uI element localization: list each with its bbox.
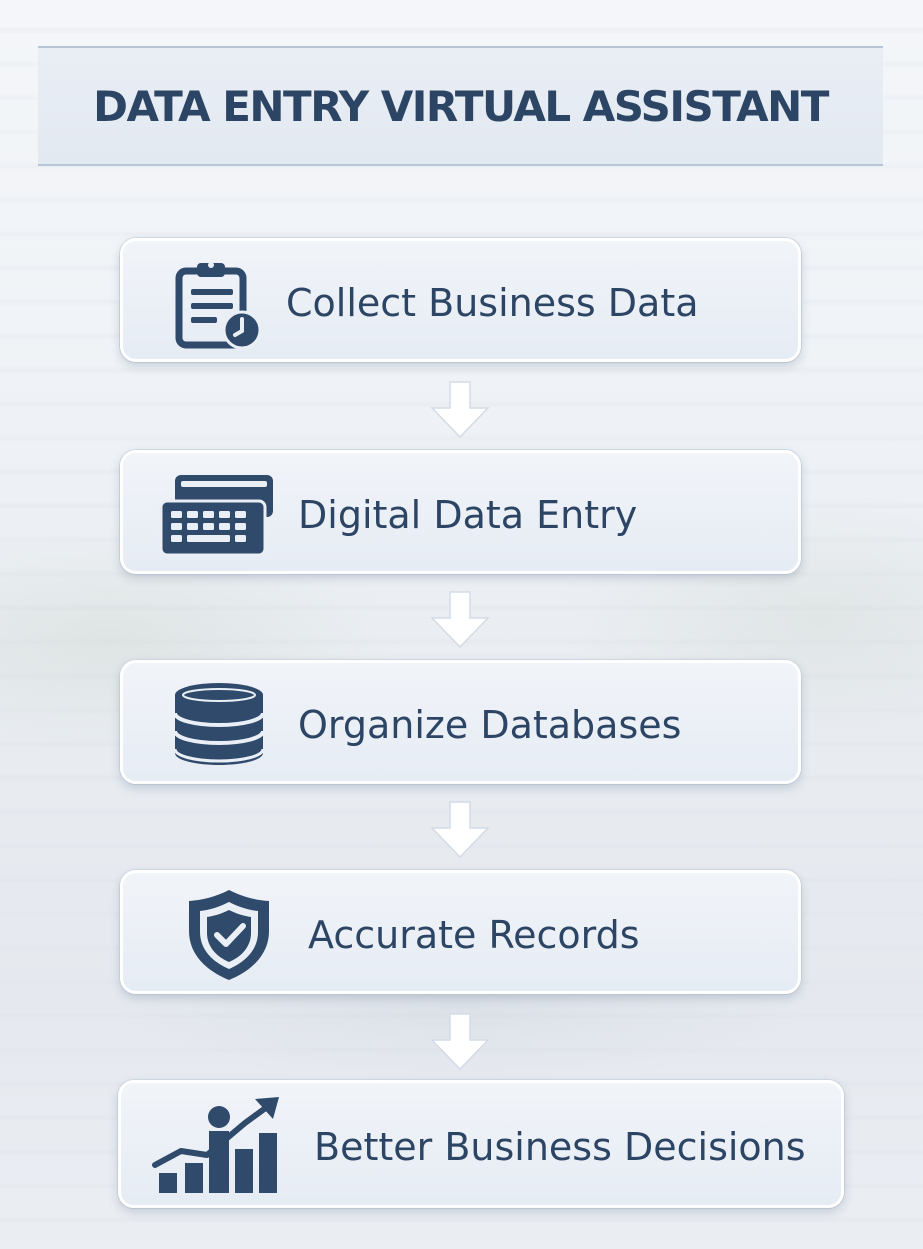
step-label: Digital Data Entry	[298, 493, 638, 537]
keyboard-icon	[159, 475, 273, 557]
arrow-down-icon	[430, 1013, 490, 1071]
arrow-down-icon	[430, 801, 490, 859]
clipboard-clock-icon	[175, 262, 262, 350]
title-banner: DATA ENTRY VIRTUAL ASSISTANT	[38, 46, 883, 166]
step-digital-data-entry: Digital Data Entry	[120, 450, 801, 574]
step-label: Organize Databases	[298, 703, 682, 747]
step-label: Better Business Decisions	[314, 1125, 806, 1169]
step-label: Accurate Records	[308, 913, 640, 957]
step-collect-business-data: Collect Business Data	[120, 238, 801, 362]
growth-chart-icon	[152, 1097, 279, 1193]
arrow-down-icon	[430, 381, 490, 439]
step-accurate-records: Accurate Records	[120, 870, 801, 994]
database-icon	[173, 683, 265, 765]
step-organize-databases: Organize Databases	[120, 660, 801, 784]
page-title: DATA ENTRY VIRTUAL ASSISTANT	[93, 81, 829, 131]
step-better-business-decisions: Better Business Decisions	[118, 1080, 844, 1208]
step-label: Collect Business Data	[286, 281, 699, 325]
arrow-down-icon	[430, 591, 490, 649]
shield-check-icon	[189, 890, 269, 980]
